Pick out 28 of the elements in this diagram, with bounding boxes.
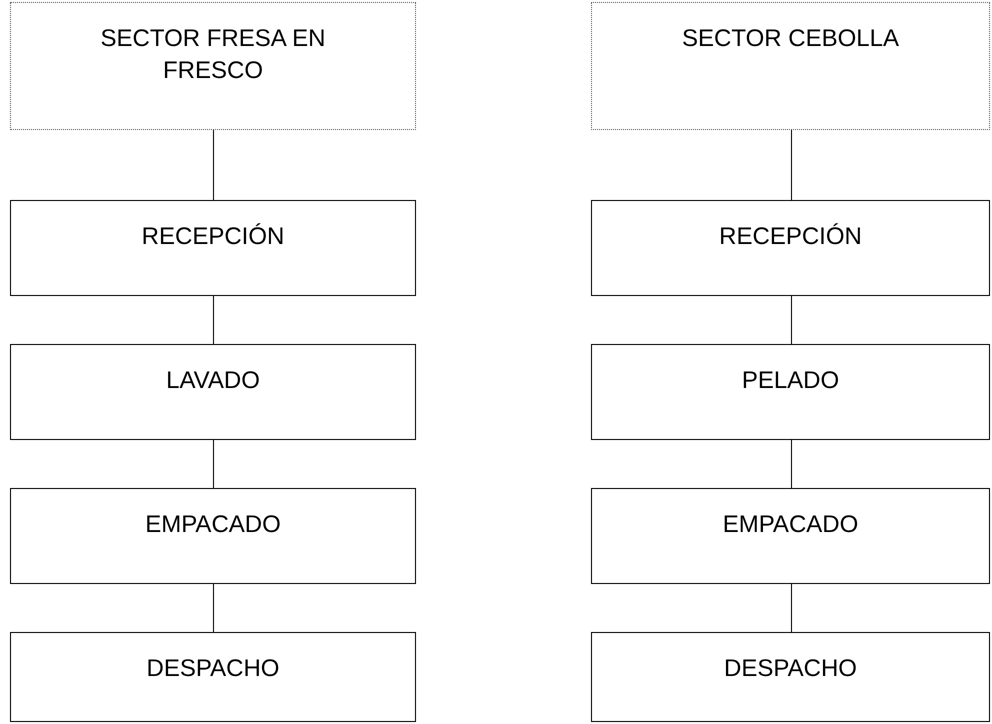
sector-header-box — [10, 2, 416, 130]
step-label: RECEPCIÓN — [142, 222, 284, 252]
step-label: EMPACADO — [722, 510, 858, 540]
process-box — [10, 632, 416, 722]
process-box — [10, 344, 416, 440]
connector-line — [791, 130, 792, 200]
step-label: DESPACHO — [146, 654, 280, 684]
step-label: RECEPCIÓN — [719, 222, 862, 252]
step-label: DESPACHO — [724, 654, 857, 684]
connector-line — [791, 584, 792, 632]
step-label: EMPACADO — [145, 510, 281, 540]
process-box — [10, 488, 416, 584]
connector-line — [791, 440, 792, 488]
process-box — [591, 632, 990, 722]
process-box — [591, 488, 990, 584]
connector-line — [791, 296, 792, 344]
connector-line — [213, 440, 214, 488]
connector-line — [213, 584, 214, 632]
step-label: PELADO — [742, 366, 840, 396]
process-box — [591, 344, 990, 440]
step-label: SECTOR FRESA EN FRESCO — [100, 24, 326, 86]
sector-header-box — [591, 2, 990, 130]
connector-line — [213, 130, 214, 200]
process-box — [10, 200, 416, 296]
process-box — [591, 200, 990, 296]
step-label: SECTOR CEBOLLA — [682, 24, 899, 54]
connector-line — [213, 296, 214, 344]
step-label: LAVADO — [166, 366, 260, 396]
